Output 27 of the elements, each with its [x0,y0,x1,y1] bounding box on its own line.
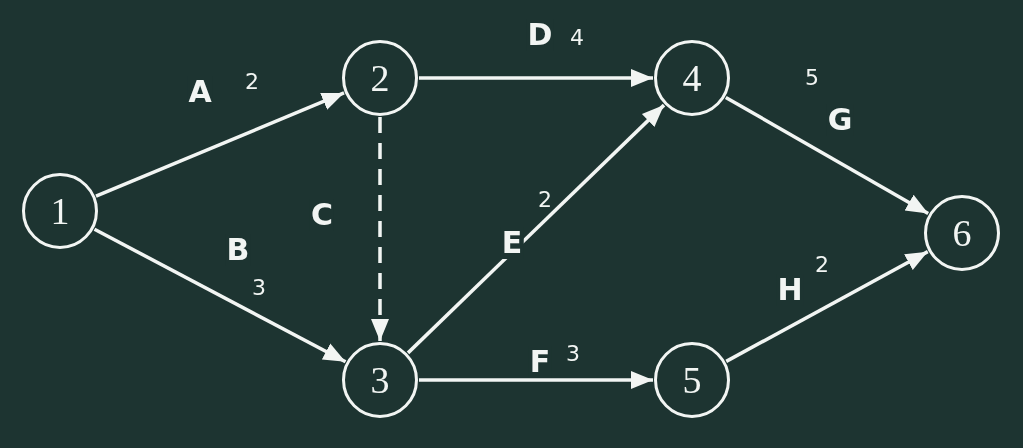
event-circle [22,173,98,249]
event-circle [654,40,730,116]
duration-label: 3 [252,277,266,299]
event-circle [342,342,418,418]
event-number: 2 [370,56,390,100]
arrow [406,103,666,355]
event-circle [654,342,730,418]
arrow [725,250,929,363]
event-number: 5 [682,358,702,402]
duration-label: 2 [538,189,552,211]
arrow [724,95,930,216]
duration-label: 5 [805,67,819,89]
duration-label: 2 [815,254,829,276]
dashed-arrow [371,117,389,341]
event-number: 3 [370,358,390,402]
arrow [93,227,347,364]
event-number: 1 [50,189,70,233]
arrow [419,371,653,389]
event-circle [342,40,418,116]
arrow [419,69,653,87]
arrow [95,91,345,198]
duration-label: 3 [566,343,580,365]
duration-label: 4 [570,27,584,49]
event-number: 6 [952,211,972,255]
duration-label: 2 [245,71,259,93]
event-circle [924,195,1000,271]
event-number: 4 [682,56,702,100]
